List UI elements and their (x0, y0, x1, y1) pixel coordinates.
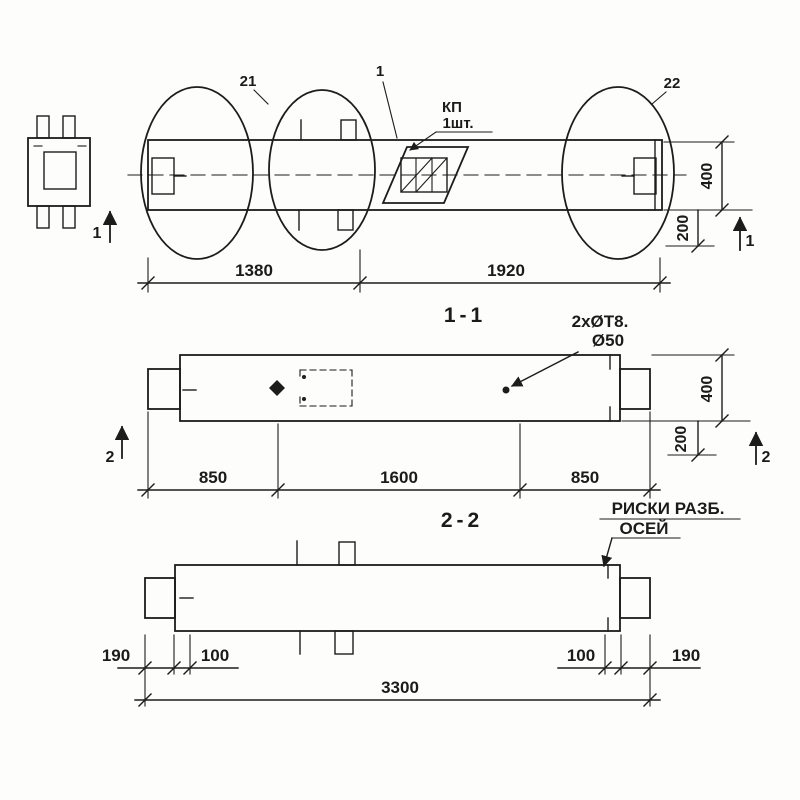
cut-arrow-right-1: 1 (732, 216, 755, 251)
dim-400-top: 400 (699, 163, 716, 190)
cut-mark-left-1: 1 (93, 225, 102, 242)
dim-200-top: 200 (675, 215, 692, 242)
beam-outline-s2 (174, 564, 621, 632)
dim-s2-small: 190 100 100 190 (102, 634, 701, 707)
console-ellipse-left (140, 86, 254, 260)
cut-arrow-left-2: 2 (106, 425, 130, 466)
section-1-view: 1-1 2хØТ8. Ø50 2 2 (106, 304, 771, 499)
note-riski-line2: ОСЕЙ (619, 519, 668, 538)
cut-arrow-left-1: 1 (93, 210, 118, 243)
console-ellipse-mid (268, 89, 376, 251)
callout-left: 21 (240, 73, 257, 90)
cut-mark-right-1: 1 (746, 233, 755, 250)
dim-1600: 1600 (380, 468, 418, 487)
plate-label-line1: КП (442, 99, 462, 116)
cut-mark-right-2: 2 (762, 449, 771, 466)
callout-mid: 1 (376, 63, 384, 80)
cut-mark-left-2: 2 (106, 449, 115, 466)
dim-s1-vertical: 400 200 (621, 348, 751, 462)
dim-100-left: 100 (201, 646, 229, 665)
dim-100-right: 100 (567, 646, 595, 665)
dim-400-s1: 400 (699, 376, 716, 403)
lifting-loop-mark (269, 380, 285, 396)
dim-190-left: 190 (102, 646, 130, 665)
section-2-view: 2-2 РИСКИ РАЗБ. ОСЕЙ (102, 499, 741, 707)
note-riski-line1: РИСКИ РАЗБ. (612, 499, 725, 518)
dim-190-right: 190 (672, 646, 700, 665)
plate-label-line2: 1шт. (442, 115, 473, 132)
dim-3300: 3300 (381, 678, 419, 697)
dim-top-horizontal: 1380 1920 (137, 249, 671, 293)
dim-200-s1: 200 (673, 426, 690, 453)
note-anchors-line2: Ø50 (592, 331, 624, 350)
console-ellipse-right (561, 86, 675, 260)
cut-arrow-right-2: 2 (748, 431, 771, 466)
embedded-plate (381, 146, 470, 204)
dim-1920: 1920 (487, 261, 525, 280)
section-1-title: 1-1 (444, 304, 486, 327)
beam-outline-top (147, 139, 663, 211)
note-anchors-line1: 2хØТ8. (572, 312, 629, 331)
dim-s2-total: 3300 (134, 678, 661, 707)
recess-dashed (299, 369, 353, 407)
dim-s1-horizontal: 850 1600 850 (137, 411, 661, 499)
section-2-title: 2-2 (441, 509, 483, 532)
column-end-view (27, 115, 91, 229)
dim-1380: 1380 (235, 261, 273, 280)
top-view: КП 1шт. 21 1 22 1 1 1380 1920 (93, 63, 755, 293)
dim-850-right: 850 (571, 468, 599, 487)
dim-850-left: 850 (199, 468, 227, 487)
dim-top-vertical: 400 200 (663, 135, 753, 253)
callout-right: 22 (664, 75, 681, 92)
